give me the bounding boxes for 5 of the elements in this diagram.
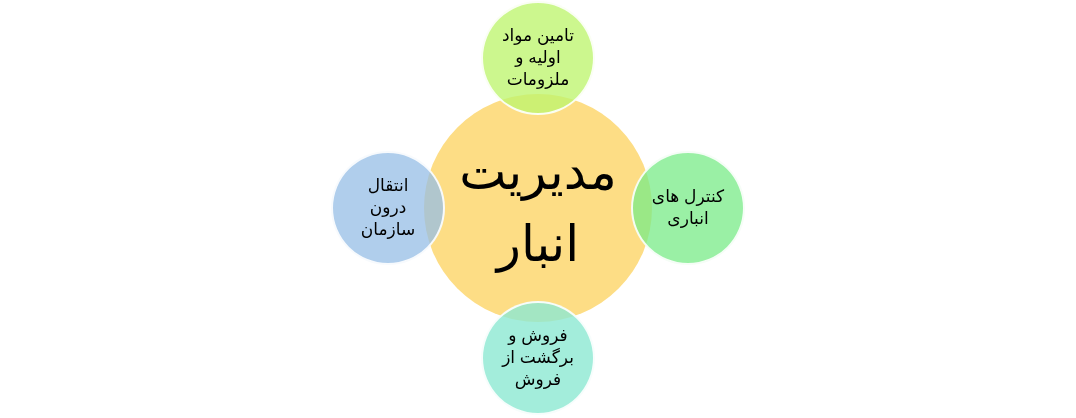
topic-label: انتقال درون سازمان	[359, 174, 417, 242]
topic-label: فروش و برگشت از فروش	[500, 324, 575, 392]
topic-label: کنترل های انباری	[650, 185, 726, 230]
topic-label: تامین مواد اولیه و ملزومات	[501, 24, 575, 92]
center-title: مدیریت انبار	[458, 142, 618, 275]
